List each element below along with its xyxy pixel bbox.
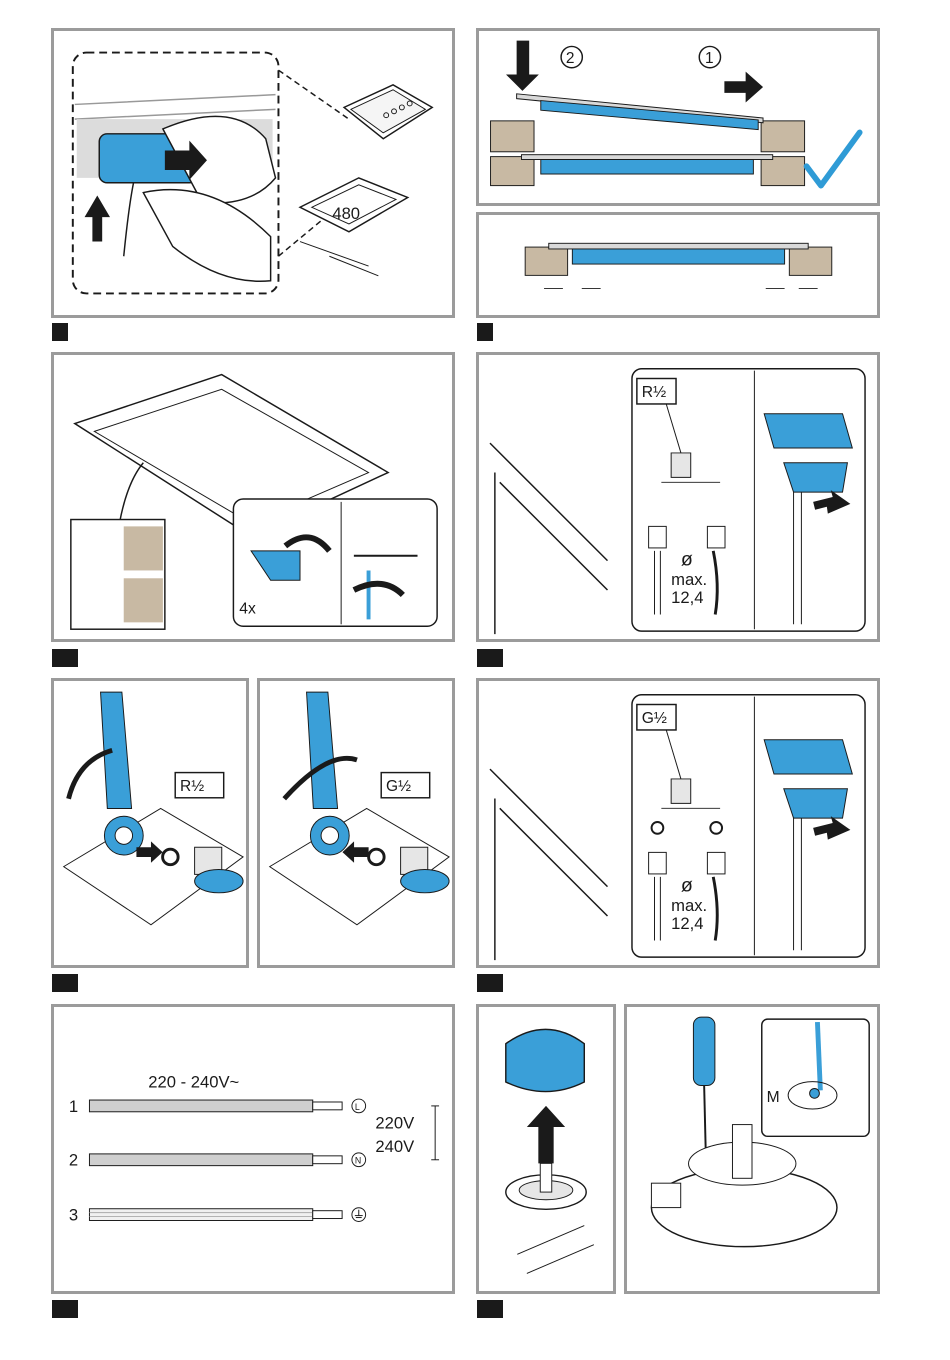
wire-label-3: 3 bbox=[69, 1205, 78, 1224]
thread-label-r: R½ bbox=[180, 778, 204, 795]
step-one-label: 1 bbox=[705, 50, 714, 67]
illustration-fixing-clamps: 4x bbox=[54, 355, 452, 639]
max-label: max. bbox=[671, 570, 707, 589]
step-two-label: 2 bbox=[566, 50, 575, 67]
cutout-dimension: 480 bbox=[332, 204, 360, 223]
voltage-220: 220V bbox=[375, 1113, 415, 1132]
wrench-icon bbox=[764, 414, 852, 448]
illustration-placement: 2 1 bbox=[479, 31, 877, 203]
figure-tag bbox=[477, 1300, 503, 1318]
illustration-electrical: 220 - 240V~ 1 L 2 N 3 220V 240V bbox=[54, 1007, 452, 1291]
screwdriver-icon bbox=[693, 1017, 714, 1085]
max-label: max. bbox=[671, 896, 707, 915]
illustration-burner-adjust: M bbox=[627, 1007, 877, 1291]
figure-tag bbox=[477, 649, 503, 667]
panel-adapter-r: R½ bbox=[51, 678, 249, 968]
panel-clearance bbox=[476, 212, 880, 318]
figure-tag bbox=[52, 323, 68, 341]
panel-adapter-g: G½ bbox=[257, 678, 455, 968]
max-value: 12,4 bbox=[671, 914, 703, 933]
wire-label-2: 2 bbox=[69, 1151, 78, 1170]
arrow-icon bbox=[724, 72, 763, 103]
panel-placement: 2 1 bbox=[476, 28, 880, 206]
figure-tag bbox=[52, 649, 78, 667]
panel-gas-connect-r: R½ ø max. 12,4 bbox=[476, 352, 880, 642]
wire-label-1: 1 bbox=[69, 1097, 78, 1116]
illustration-clearance bbox=[479, 215, 877, 315]
diameter-symbol: ø bbox=[681, 875, 693, 897]
panel-electrical: 220 - 240V~ 1 L 2 N 3 220V 240V bbox=[51, 1004, 455, 1294]
illustration-gas-connect-g: G½ ø max. 12,4 bbox=[479, 681, 877, 965]
wrench-icon bbox=[784, 789, 848, 818]
arrow-icon bbox=[85, 196, 110, 242]
wrench-icon bbox=[784, 463, 848, 492]
wrench-icon bbox=[307, 692, 338, 808]
panel-fixing-clamps: 4x bbox=[51, 352, 455, 642]
voltage-range: 220 - 240V~ bbox=[148, 1072, 239, 1091]
figure-tag bbox=[52, 1300, 78, 1318]
panel-install-cutout: 480 bbox=[51, 28, 455, 318]
checkmark-icon bbox=[807, 132, 860, 185]
illustration-adapter-g: G½ bbox=[260, 681, 452, 965]
terminal-n: N bbox=[355, 1156, 361, 1166]
wrench-icon bbox=[764, 740, 852, 774]
arrow-icon bbox=[506, 41, 539, 91]
illustration-gas-connect-r: R½ ø max. 12,4 bbox=[479, 355, 877, 639]
arrow-icon bbox=[527, 1106, 565, 1163]
panel-burner-adjust: M bbox=[624, 1004, 880, 1294]
screw-label: M bbox=[767, 1089, 780, 1106]
thread-label-r: R½ bbox=[642, 384, 666, 401]
figure-tag bbox=[52, 974, 78, 992]
terminal-l: L bbox=[355, 1102, 360, 1112]
figure-tag bbox=[477, 974, 503, 992]
clamp-count-label: 4x bbox=[239, 601, 256, 618]
illustration-knob-removal bbox=[479, 1007, 613, 1291]
illustration-adapter-r: R½ bbox=[54, 681, 246, 965]
control-knob-icon bbox=[506, 1029, 584, 1091]
voltage-240: 240V bbox=[375, 1137, 415, 1156]
illustration-install-cutout: 480 bbox=[54, 31, 452, 315]
diameter-symbol: ø bbox=[681, 549, 693, 571]
thread-label-g: G½ bbox=[642, 710, 667, 727]
max-value: 12,4 bbox=[671, 588, 703, 607]
panel-gas-connect-g: G½ ø max. 12,4 bbox=[476, 678, 880, 968]
figure-tag bbox=[477, 323, 493, 341]
panel-knob-removal bbox=[476, 1004, 616, 1294]
thread-label-g: G½ bbox=[386, 778, 411, 795]
